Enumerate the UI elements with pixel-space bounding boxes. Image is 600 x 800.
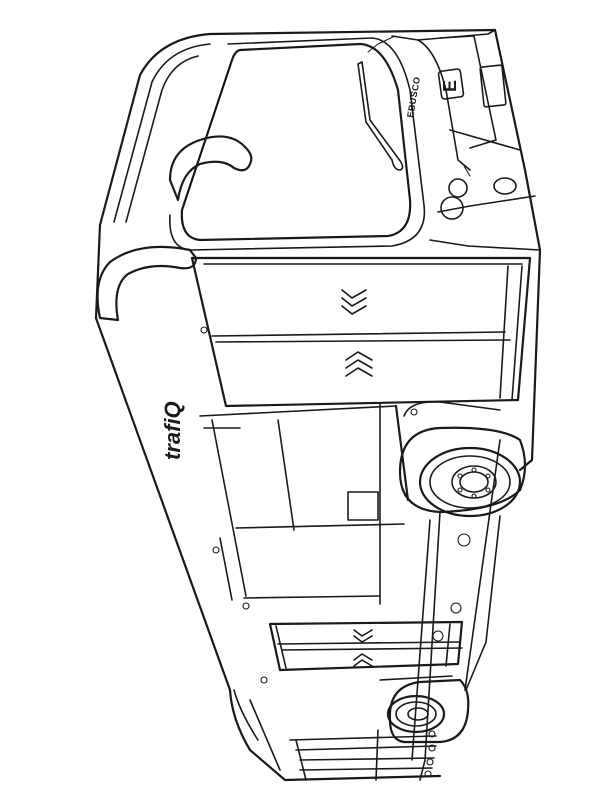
rear-section: [233, 689, 437, 781]
grille-emblem: E: [437, 68, 465, 100]
side-mirror: [96, 135, 253, 322]
operator-logo: trafiQ: [160, 401, 185, 460]
svg-text:E: E: [440, 80, 460, 92]
headlights: [429, 165, 541, 251]
bus-body-outline: [94, 28, 542, 782]
front-cap: EBUSCO: [391, 29, 521, 171]
wiper-arm: [357, 35, 404, 171]
rear-wheel: [379, 675, 470, 744]
license-plate: [479, 64, 507, 108]
front-wheel: [200, 326, 527, 518]
front-door: [190, 256, 532, 408]
svg-text:trafiQ: trafiQ: [160, 401, 185, 460]
windshield: [169, 37, 426, 251]
side-windows: [199, 403, 405, 605]
rear-door: [268, 620, 464, 672]
